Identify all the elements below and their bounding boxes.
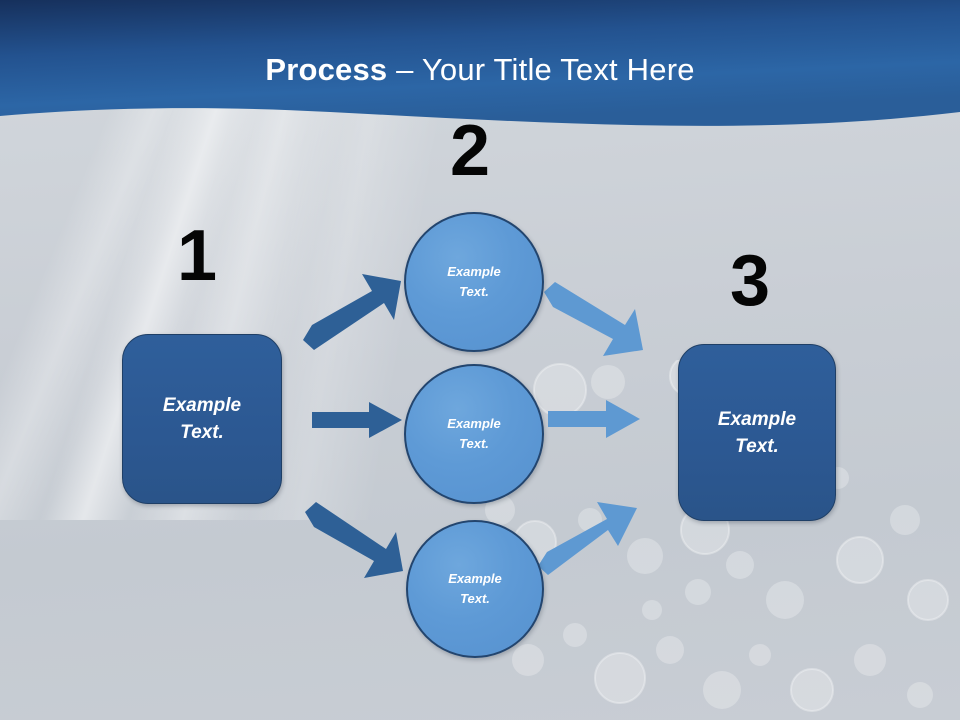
step-number-1: 1 bbox=[176, 216, 218, 296]
header-banner bbox=[0, 0, 960, 126]
page-title-bold: Process bbox=[265, 52, 388, 87]
arrow-circle-bottom-to-end-icon bbox=[538, 502, 637, 575]
process-start-box-line1: Example bbox=[162, 395, 242, 416]
process-circle-top-text: Example Text. bbox=[447, 262, 500, 302]
process-end-box-text: Example Text. bbox=[718, 406, 796, 460]
process-circle-top-line1: Example bbox=[447, 264, 501, 279]
process-end-box-line2: Text. bbox=[735, 435, 779, 457]
process-circle-middle[interactable]: Example Text. bbox=[404, 364, 544, 504]
process-circle-bottom-line2: Text. bbox=[460, 591, 490, 606]
process-end-box[interactable]: Example Text. bbox=[678, 344, 836, 521]
process-circle-top-line2: Text. bbox=[459, 284, 489, 299]
page-title-rest: – Your Title Text Here bbox=[387, 52, 695, 87]
process-circle-middle-line2: Text. bbox=[459, 436, 489, 451]
step-number-2: 2 bbox=[449, 111, 491, 191]
arrow-start-to-circle-top-icon bbox=[303, 274, 401, 350]
process-circle-bottom-text: Example Text. bbox=[448, 569, 501, 609]
process-circle-bottom-line1: Example bbox=[448, 571, 502, 586]
process-circle-bottom[interactable]: Example Text. bbox=[406, 520, 544, 658]
process-circle-top[interactable]: Example Text. bbox=[404, 212, 544, 352]
step-number-3: 3 bbox=[729, 241, 771, 321]
process-start-box-text: Example Text. bbox=[163, 392, 241, 446]
process-circle-middle-line1: Example bbox=[447, 416, 501, 431]
process-start-box-line2: Text. bbox=[180, 422, 224, 443]
process-start-box[interactable]: Example Text. bbox=[122, 334, 282, 504]
process-end-box-line1: Example bbox=[717, 408, 797, 430]
page-title: Process – Your Title Text Here bbox=[0, 52, 960, 88]
arrow-start-to-circle-middle-icon bbox=[312, 402, 402, 438]
arrow-start-to-circle-bottom-icon bbox=[305, 502, 403, 578]
arrow-circle-middle-to-end-icon bbox=[548, 400, 640, 438]
process-circle-middle-text: Example Text. bbox=[447, 414, 500, 454]
arrow-circle-top-to-end-icon bbox=[544, 282, 643, 356]
